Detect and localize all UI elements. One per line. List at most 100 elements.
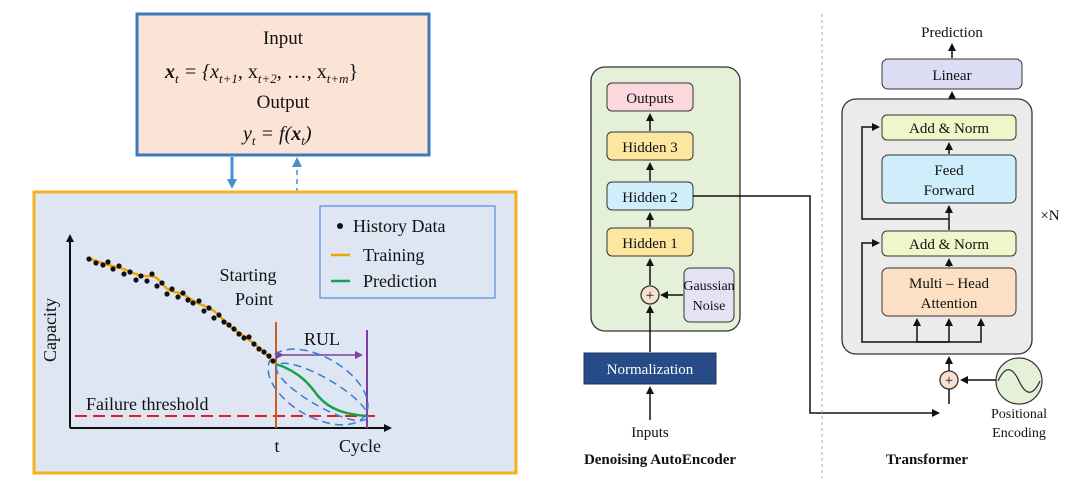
mha-label-2: Attention — [921, 296, 978, 312]
transformer-caption: Transformer — [886, 452, 969, 468]
history-data-point — [236, 331, 242, 337]
history-data-point — [241, 335, 247, 341]
history-data-point — [261, 349, 267, 355]
history-data-point — [159, 280, 165, 286]
mha-input-v — [949, 318, 985, 343]
history-data-point — [266, 353, 272, 359]
addnorm-bottom-label: Add & Norm — [909, 237, 989, 253]
dae-outputs-box — [606, 82, 694, 112]
history-data-point — [256, 346, 262, 352]
history-data-point — [86, 256, 92, 262]
dae-hidden3-label: Hidden 3 — [622, 140, 677, 156]
feed-forward-label-1: Feed — [934, 163, 964, 179]
dae-outputs-label: Outputs — [626, 91, 674, 107]
mha-input-q — [913, 318, 949, 343]
dae-caption: Denoising AutoEncoder — [584, 452, 736, 468]
legend-history-marker — [337, 223, 343, 229]
dae-hidden3-box — [606, 131, 694, 161]
history-data-point — [164, 291, 170, 297]
prediction-curve — [275, 362, 367, 418]
history-data-point — [144, 278, 150, 284]
history-data-point — [201, 308, 207, 314]
history-data-points — [86, 256, 276, 364]
legend-history-label: History Data — [353, 216, 445, 236]
history-data-point — [105, 259, 111, 265]
history-data-point — [216, 312, 222, 318]
io-box: Input xt = {xt+1, xt+2, …, xt+m} Output … — [135, 12, 431, 157]
history-data-point — [185, 297, 191, 303]
multi-head-attention-box — [881, 267, 1017, 317]
residual-top — [861, 123, 949, 220]
transformer-linear-box — [881, 58, 1023, 90]
dae-noise-label-1: Gaussian — [683, 279, 734, 294]
history-data-point — [138, 273, 144, 279]
dae-inputs-label: Inputs — [631, 425, 669, 441]
transformer-add-node — [939, 370, 959, 390]
addnorm-bottom-box — [881, 230, 1017, 257]
starting-point-label-2: Point — [235, 289, 273, 309]
y-axis-label: Capacity — [40, 298, 60, 362]
residual-bottom — [861, 239, 949, 343]
history-data-point — [221, 319, 227, 325]
addnorm-top-label: Add & Norm — [909, 121, 989, 137]
dae-add-node — [640, 285, 660, 305]
output-formula: yt = f(xt) — [241, 123, 312, 148]
addnorm-top-box — [881, 114, 1017, 141]
dae-hidden1-box — [606, 227, 694, 257]
transformer-section: Prediction Linear ×N Add & Norm Feed For… — [841, 25, 1060, 468]
history-data-point — [270, 358, 276, 364]
history-data-point — [226, 322, 232, 328]
failure-threshold-label: Failure threshold — [86, 394, 208, 414]
history-data-point — [175, 294, 181, 300]
dae-noise-box — [683, 267, 735, 323]
output-label: Output — [257, 92, 311, 113]
mha-label-1: Multi – Head — [909, 276, 989, 292]
input-formula: xt = {xt+1, xt+2, …, xt+m} — [164, 61, 358, 86]
history-data-point — [196, 298, 202, 304]
history-data-point — [206, 305, 212, 311]
history-data-point — [154, 283, 160, 289]
legend-prediction-label: Prediction — [363, 271, 437, 291]
input-label: Input — [263, 28, 304, 49]
dae-section: Outputs Hidden 3 Hidden 2 Hidden 1 + Gau… — [583, 66, 940, 468]
feed-forward-box — [881, 154, 1017, 204]
transformer-prediction-label: Prediction — [921, 25, 983, 41]
legend: History Data Training Prediction — [319, 205, 496, 299]
arrow-hidden2-to-transformer — [693, 195, 940, 417]
starting-point-label-1: Starting — [220, 265, 277, 285]
transformer-add-symbol: + — [945, 373, 953, 389]
history-data-point — [190, 300, 196, 306]
transformer-linear-label: Linear — [932, 68, 971, 84]
history-data-point — [116, 263, 122, 269]
history-data-point — [127, 269, 133, 275]
pos-encoding-label-1: Positional — [991, 407, 1047, 422]
sine-wave-icon — [997, 369, 1041, 393]
dae-hidden1-label: Hidden 1 — [622, 236, 677, 252]
history-data-point — [133, 277, 139, 283]
t-tick-label: t — [274, 436, 279, 456]
x-axis-label: Cycle — [339, 436, 381, 456]
legend-training-label: Training — [363, 245, 424, 265]
history-data-point — [231, 326, 237, 332]
history-data-point — [169, 286, 175, 292]
history-data-point — [251, 341, 257, 347]
history-data-point — [246, 334, 252, 340]
history-data-point — [149, 271, 155, 277]
dae-normalization-box — [583, 352, 717, 385]
history-data-point — [180, 290, 186, 296]
dae-add-symbol: + — [646, 288, 654, 304]
dae-noise-label-2: Noise — [693, 299, 726, 314]
history-data-point — [100, 262, 106, 268]
history-data-point — [110, 266, 116, 272]
history-data-point — [93, 260, 99, 266]
history-data-point — [211, 315, 217, 321]
rul-plot-panel: Capacity Cycle t Failure threshold Start… — [32, 190, 518, 475]
transformer-repeat-label: ×N — [1040, 208, 1059, 224]
history-data-point — [121, 271, 127, 277]
dae-hidden2-label: Hidden 2 — [622, 190, 677, 206]
rul-label: RUL — [304, 329, 340, 349]
dae-normalization-label: Normalization — [607, 362, 694, 378]
pos-encoding-label-2: Encoding — [992, 426, 1046, 441]
